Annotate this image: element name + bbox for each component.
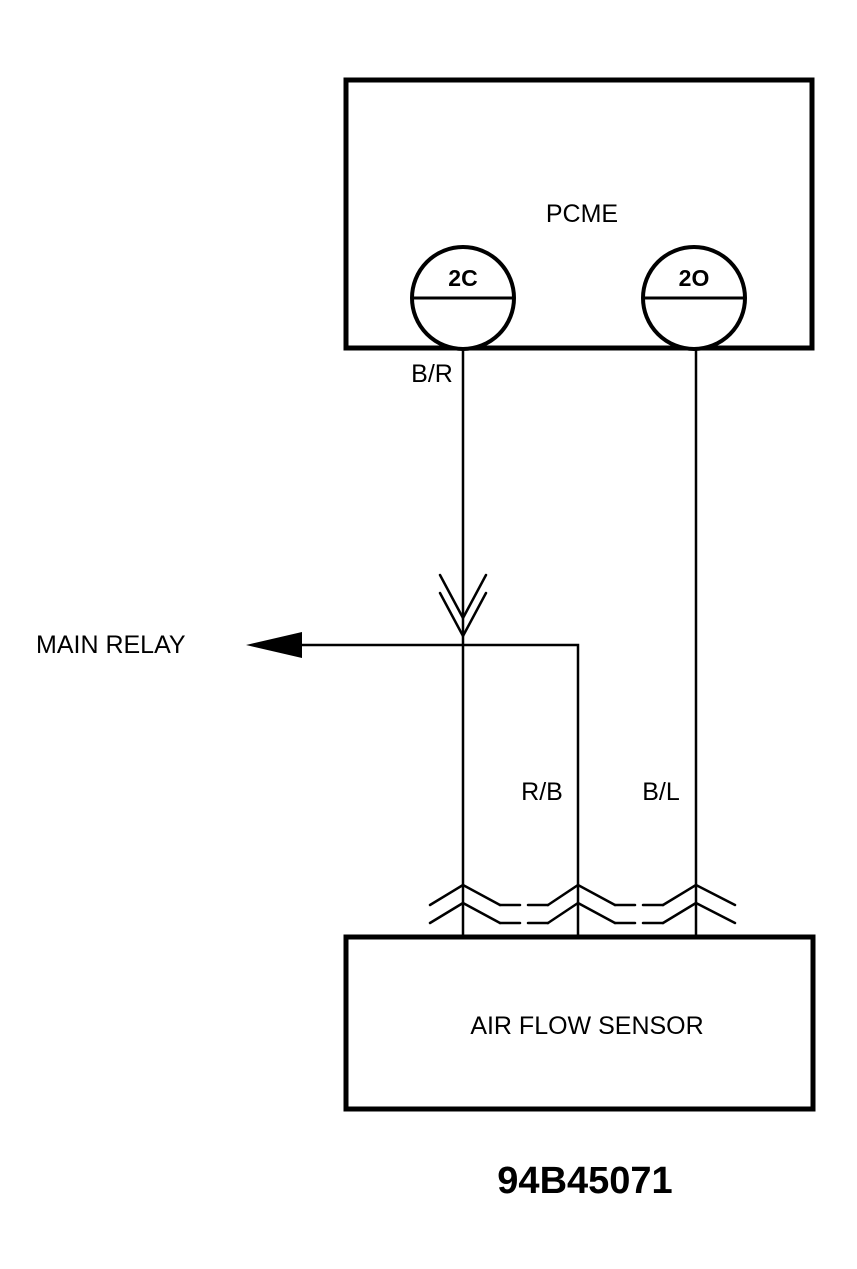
harness-connector-icon: [428, 883, 737, 925]
splice-connector-icon: [438, 573, 488, 638]
pin-2c-label: 2C: [448, 265, 477, 291]
pin-2o-label: 2O: [679, 265, 710, 291]
sensor-label: AIR FLOW SENSOR: [470, 1012, 703, 1040]
wire-rb-label: R/B: [521, 778, 563, 806]
pin-2c-connector: 2C: [410, 245, 516, 351]
main-relay-label: MAIN RELAY: [36, 631, 186, 659]
air-flow-sensor: AIR FLOW SENSOR: [343, 934, 816, 1112]
wire-rb: [300, 643, 580, 937]
wire-br-label: B/R: [411, 360, 453, 388]
pcme-label: PCME: [546, 200, 618, 228]
arrow-left-icon: [246, 632, 302, 658]
wire-bl-label: B/L: [642, 778, 680, 806]
pin-2o-connector: 2O: [641, 245, 747, 351]
pcme-module: PCME: [343, 77, 815, 351]
figure-code: 94B45071: [497, 1160, 672, 1202]
